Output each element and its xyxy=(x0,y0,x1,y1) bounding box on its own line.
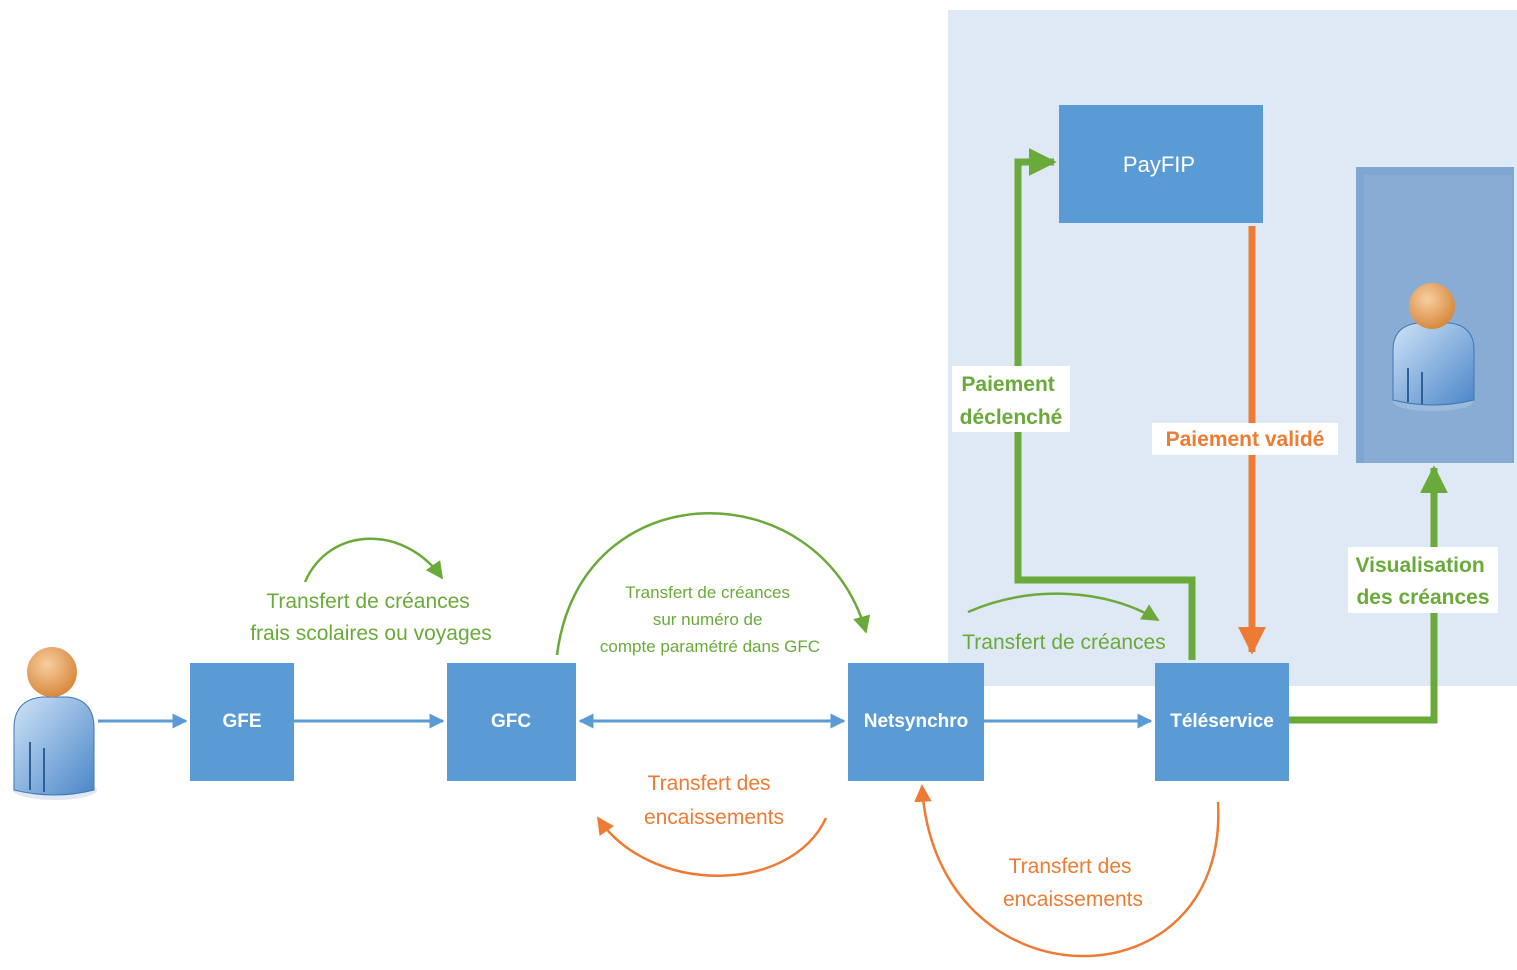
paiement-valide-label: Paiement validé xyxy=(1166,428,1325,451)
gfe-gfc-transfer-label: Transfert de créances frais scolaires ou… xyxy=(250,590,492,645)
user-icon xyxy=(13,647,97,800)
netsynchro-teleservice-transfer-label: Transfert de créances xyxy=(962,631,1165,654)
netsynchro-gfc-encaissements-arrow xyxy=(596,816,828,877)
visualisation-label: Visualisation des créances xyxy=(1355,554,1490,609)
teleservice-netsynchro-encaissements-label: Transfert des encaissements xyxy=(1003,855,1143,911)
gfe-box xyxy=(190,663,294,781)
teleservice-box xyxy=(1155,663,1289,781)
user-icon-online xyxy=(1392,283,1475,411)
gfc-box xyxy=(447,663,576,781)
gfe-label: GFE xyxy=(222,711,261,732)
paiement-declenche-bg xyxy=(952,366,1070,432)
teleservice-to-payfip-arrow xyxy=(1014,148,1196,660)
paiement-valide-bg xyxy=(1152,423,1338,455)
gfc-netsynchro-transfer-label: Transfert de créances sur numéro de comp… xyxy=(600,583,820,656)
gfc-netsynchro-curve-arrow xyxy=(555,511,871,656)
netsynchro-gfc-encaissements-label: Transfert des encaissements xyxy=(644,772,784,829)
visualisation-bg xyxy=(1348,547,1498,613)
netsynchro-box xyxy=(848,663,984,781)
netsynchro-teleservice-curve-arrow xyxy=(967,592,1160,622)
payfip-label: PayFIP xyxy=(1123,152,1195,177)
gfe-gfc-curve-arrow xyxy=(303,537,444,583)
teleservice-label: Téléservice xyxy=(1170,711,1274,732)
payfip-box xyxy=(1059,105,1263,223)
paiement-declenche-label: Paiement déclenché xyxy=(960,373,1063,429)
netsynchro-label: Netsynchro xyxy=(864,711,969,732)
gfc-label: GFC xyxy=(491,711,531,732)
teleservice-netsynchro-encaissements-arrow xyxy=(914,784,1220,958)
